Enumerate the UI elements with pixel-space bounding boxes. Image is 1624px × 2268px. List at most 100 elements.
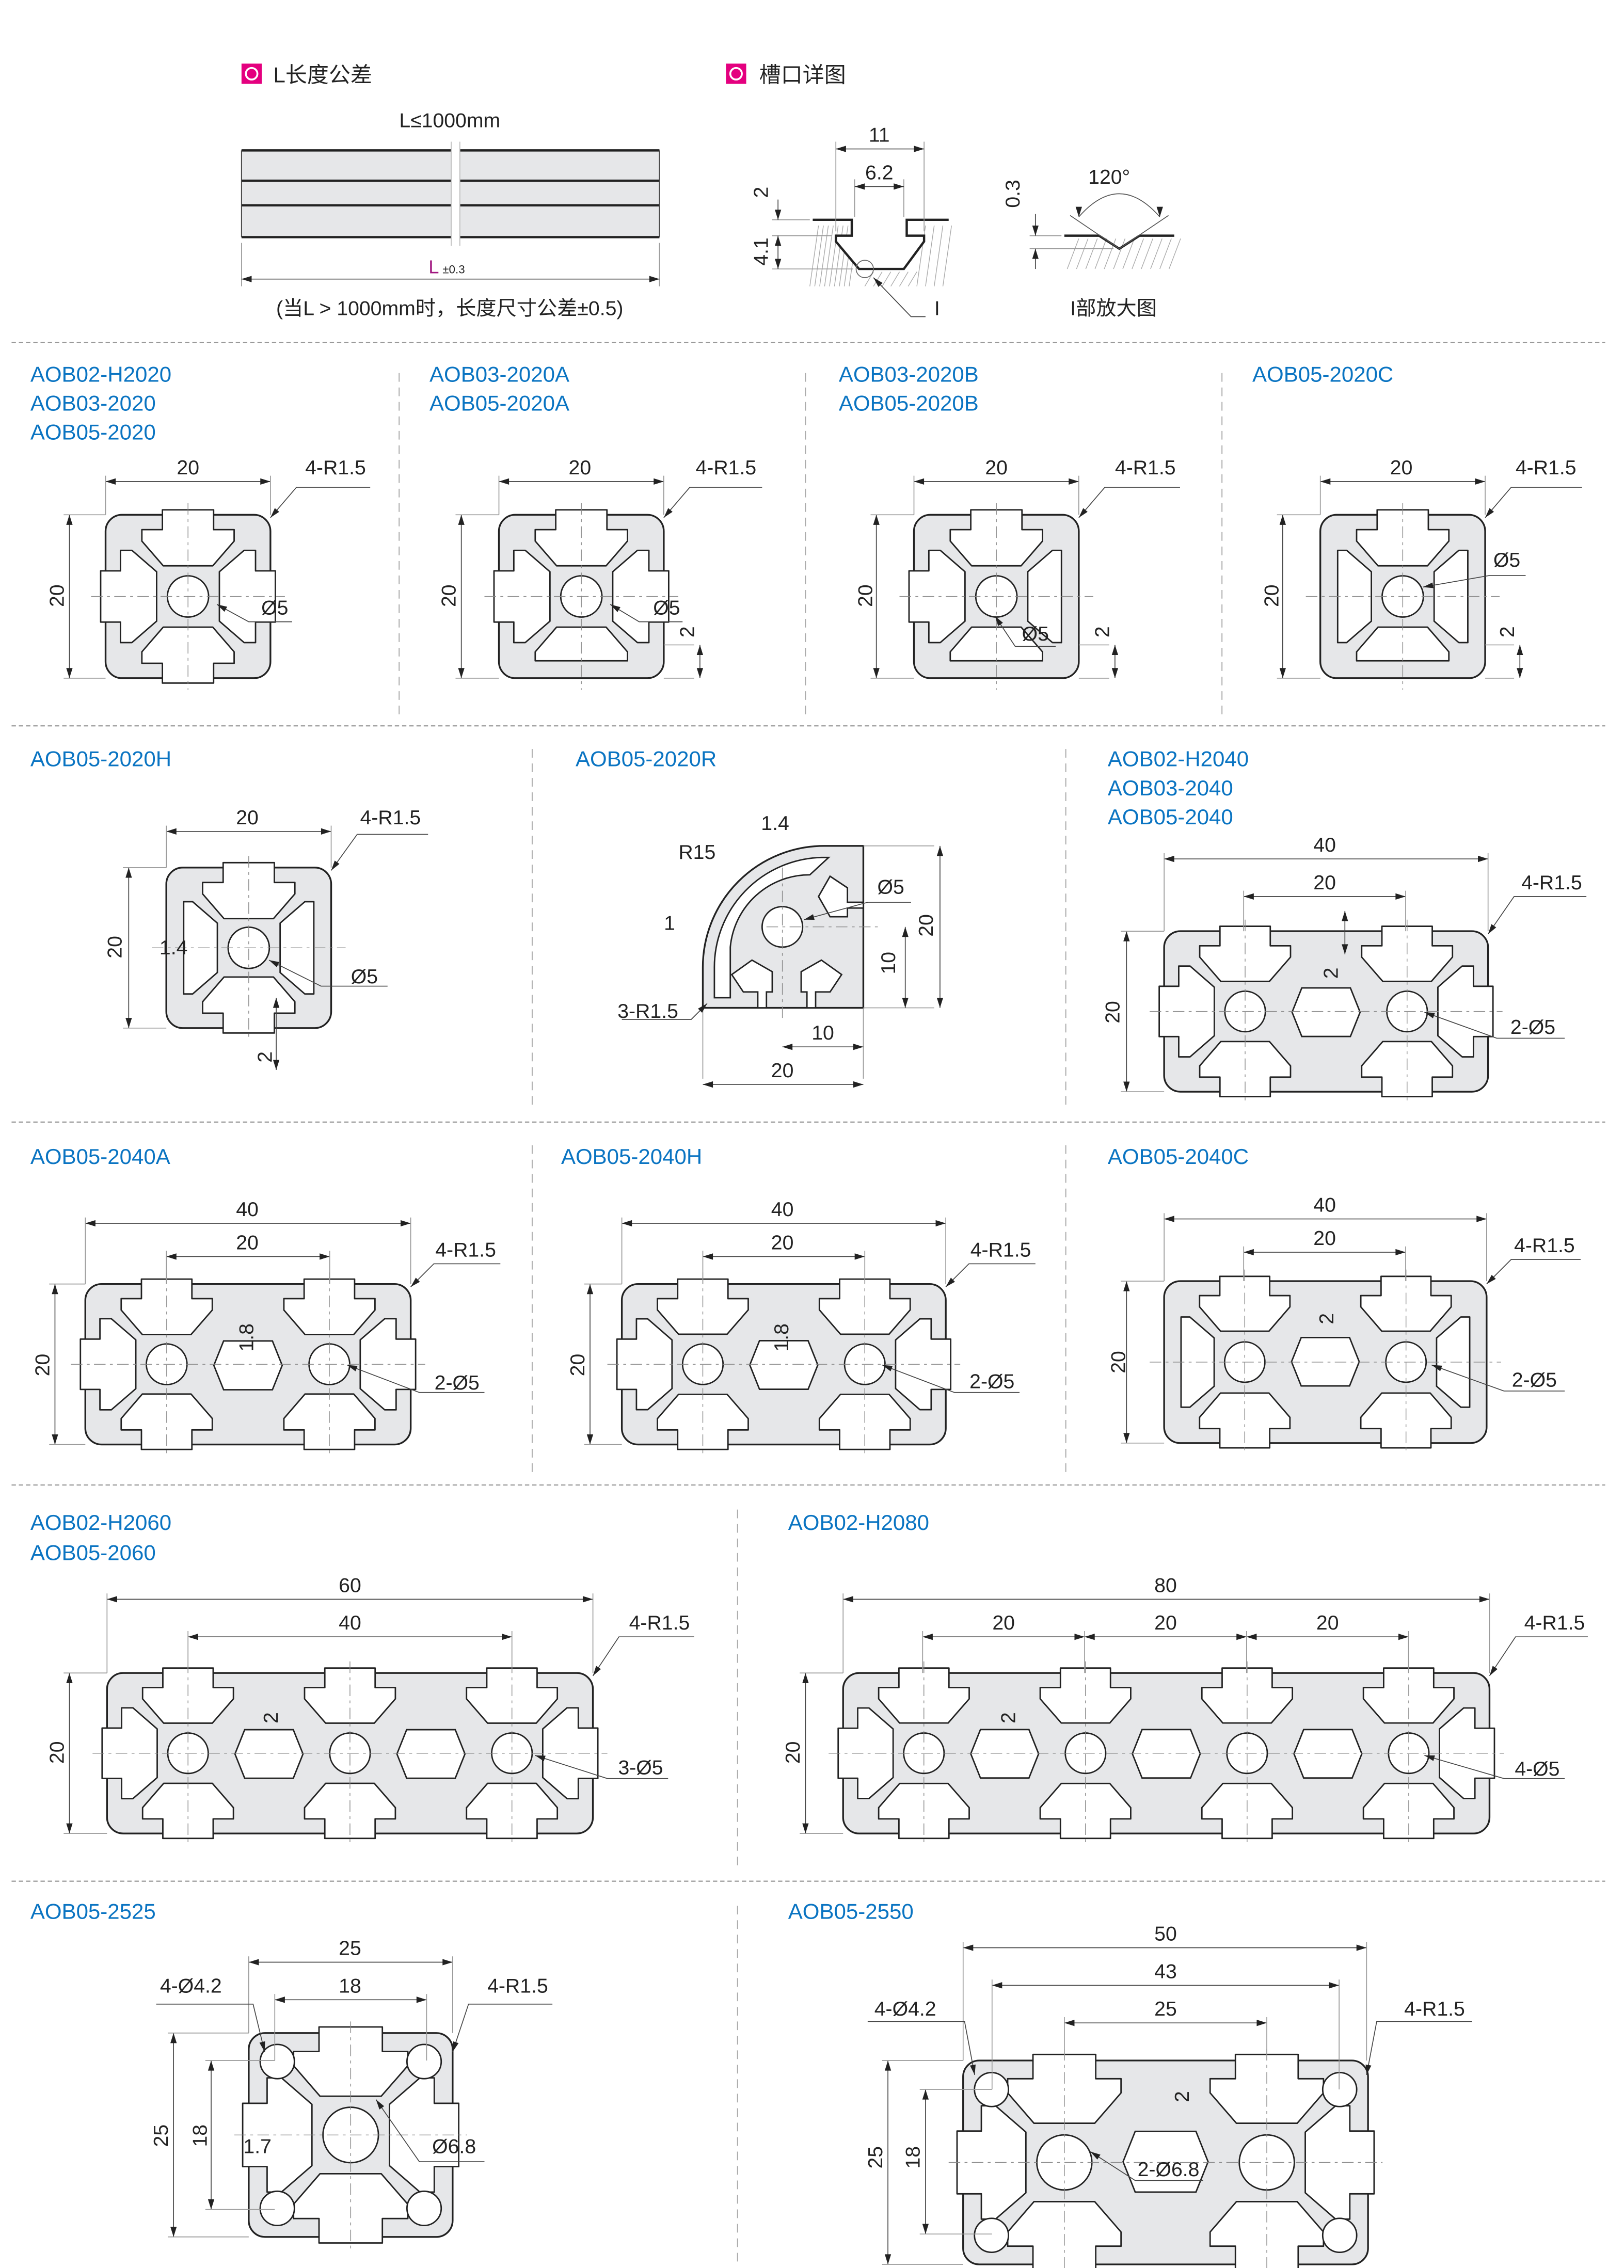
arrowhead-icon	[902, 927, 909, 937]
t-slot	[730, 959, 773, 1009]
dimension-label: 20	[1313, 1227, 1336, 1250]
leader-line	[592, 1636, 694, 1676]
arrowhead-icon	[188, 1634, 198, 1640]
arrowhead-icon	[499, 478, 510, 485]
arrowhead-icon	[1342, 911, 1348, 921]
inner-cavity	[1293, 1729, 1363, 1779]
bullet-ring	[245, 67, 259, 81]
arrowhead-icon	[321, 828, 331, 835]
slot-cut	[836, 219, 925, 269]
t-slot	[141, 626, 235, 684]
arrowhead-icon	[775, 235, 782, 246]
arrowhead-icon	[1342, 944, 1348, 954]
inner-cavity	[970, 1729, 1040, 1779]
arrowhead-icon	[1085, 1634, 1095, 1640]
inner-cavity	[213, 1340, 283, 1391]
arrowhead-icon	[854, 183, 865, 190]
arrowhead-icon	[347, 1365, 358, 1371]
hatch-line	[809, 225, 819, 286]
arrowhead-icon	[882, 1365, 893, 1371]
profile-part-number: AOB05-2040	[1108, 805, 1233, 829]
arrowhead-icon	[1485, 508, 1494, 518]
leader-line	[1489, 1636, 1588, 1676]
section-bullet-icon	[726, 63, 746, 84]
arrowhead-icon	[1032, 248, 1039, 259]
groove-edge	[1070, 215, 1120, 249]
dimension-label: 1.8	[771, 1323, 793, 1352]
dimension-label: 2	[254, 1051, 277, 1063]
profile-part-number: AOB02-H2080	[788, 1510, 929, 1535]
dimension-label: 20	[1154, 1612, 1177, 1634]
arrowhead-icon	[1424, 1755, 1435, 1761]
t-slot	[493, 549, 551, 644]
arrowhead-icon	[1423, 582, 1434, 588]
t-slot	[908, 549, 966, 644]
arrowhead-icon	[922, 2224, 929, 2234]
arrowhead-icon	[107, 1596, 117, 1603]
hatch-line	[1104, 238, 1117, 269]
leader-line	[1424, 1012, 1565, 1039]
profile-drawing	[63, 1593, 694, 1845]
hatch-line	[1066, 238, 1079, 269]
inner-cavity	[1132, 1729, 1201, 1779]
inner-cavity	[396, 1729, 466, 1779]
dimension-label: 2	[1171, 2091, 1193, 2102]
dimension-label: Ø5	[351, 966, 378, 988]
dimension-label: 20	[985, 457, 1008, 479]
arrowhead-icon	[401, 1220, 411, 1227]
profile-drawing	[800, 1593, 1588, 1845]
dimension-label: Ø5	[1022, 623, 1049, 645]
arrowhead-icon	[1090, 2151, 1101, 2160]
angle-arc	[1078, 193, 1160, 217]
dimension-label: 2	[677, 626, 699, 637]
dimension-label: 4-R1.5	[487, 1975, 548, 1997]
arrowhead-icon	[410, 1277, 420, 1287]
dimension-label: 40	[236, 1199, 259, 1221]
dimension-label: Ø5	[878, 876, 904, 898]
leader-line	[1431, 1364, 1565, 1392]
arrowhead-icon	[775, 259, 782, 269]
slot-lip-2: 2	[751, 187, 773, 198]
arrowhead-icon	[610, 604, 620, 612]
leader-line	[156, 2003, 265, 2052]
corner-hole	[406, 2043, 442, 2080]
leader-line	[882, 1364, 1020, 1393]
leader-line	[347, 1364, 485, 1393]
profile-part-number: AOB03-2020	[30, 391, 156, 416]
arrowhead-icon	[804, 914, 815, 920]
profile-drawing	[156, 1956, 553, 2249]
dimension-label: 20	[992, 1612, 1015, 1634]
arrowhead-icon	[376, 2099, 385, 2110]
leader-line	[1423, 575, 1526, 588]
arrowhead-icon	[208, 2199, 215, 2210]
arrowhead-icon	[52, 1284, 58, 1295]
arrowhead-icon	[586, 1284, 594, 1295]
section-title-slot-detail: 槽口详图	[759, 63, 846, 87]
arrowhead-icon	[884, 2254, 891, 2264]
bar-body	[241, 150, 660, 237]
arrowhead-icon	[125, 867, 132, 878]
arrowhead-icon	[1479, 1596, 1490, 1603]
arrowhead-icon	[260, 478, 270, 485]
arrowhead-icon	[452, 2041, 459, 2052]
dimension-label: 4-R1.5	[629, 1612, 690, 1634]
tolerance-value: ±0.3	[442, 263, 465, 276]
arrowhead-icon	[1123, 1281, 1130, 1291]
arrowhead-icon	[1475, 478, 1486, 485]
dimension-label: 20	[1102, 1001, 1124, 1024]
arrowhead-icon	[1320, 478, 1331, 485]
slot-opening-6-2: 6.2	[865, 162, 893, 184]
profile-part-number: AOB05-2040C	[1108, 1144, 1249, 1169]
t-slot	[79, 1318, 137, 1411]
profile-drawing	[63, 475, 371, 690]
dimension-label: 3-R1.5	[617, 1000, 678, 1023]
dimension-label: 1.4	[160, 937, 187, 959]
dimension-label: Ø5	[653, 597, 680, 619]
hatch-line	[890, 271, 900, 287]
